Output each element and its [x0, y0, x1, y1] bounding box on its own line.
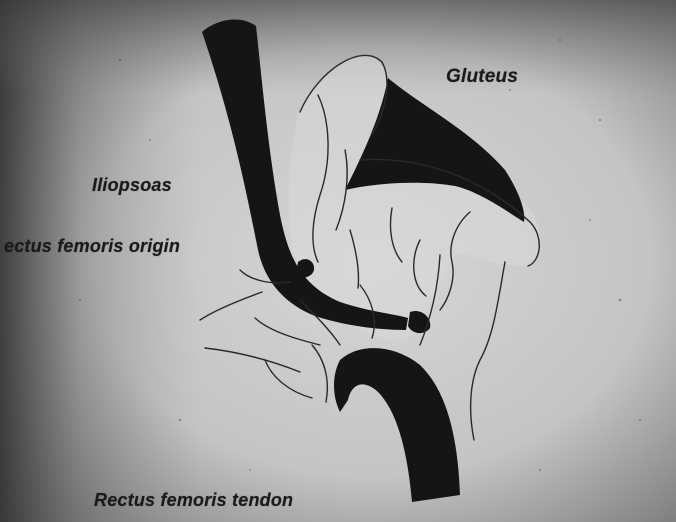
label-rectus-femoris-origin: ectus femoris origin	[4, 236, 180, 257]
label-rectus-femoris-tendon: Rectus femoris tendon	[94, 490, 293, 511]
label-gluteus: Gluteus	[446, 66, 518, 88]
label-iliopsoas: Iliopsoas	[92, 175, 172, 196]
